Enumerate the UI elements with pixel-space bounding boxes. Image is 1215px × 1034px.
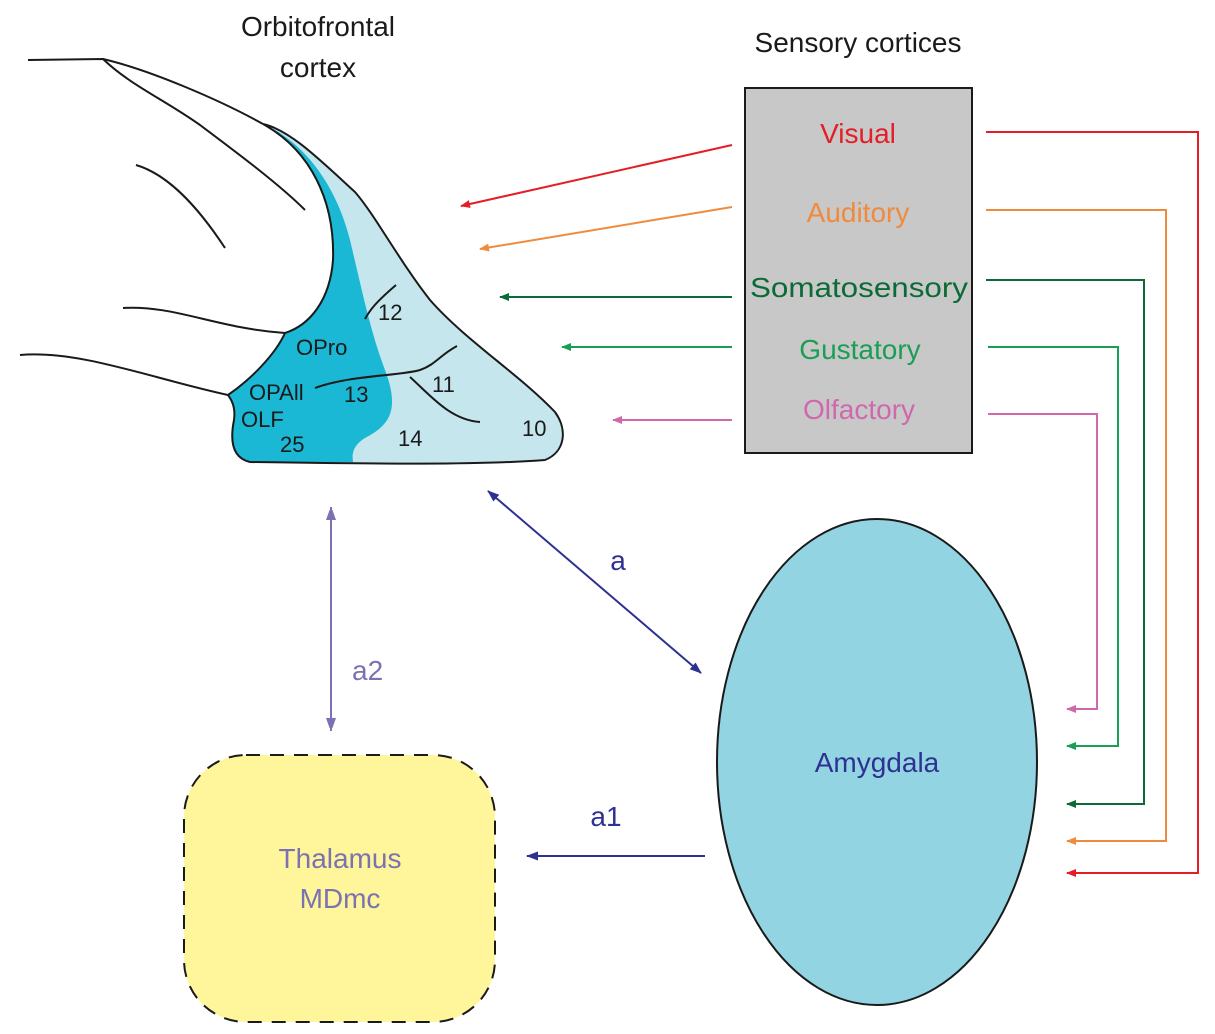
region-label-25: 25 bbox=[280, 432, 304, 457]
pathway-a2-label: a2 bbox=[352, 655, 383, 686]
arrow-somatosensory-to-amygdala bbox=[986, 279, 1145, 808]
ofc-title-line2: cortex bbox=[280, 52, 356, 83]
region-label-14: 14 bbox=[398, 426, 422, 451]
amygdala-label: Amygdala bbox=[815, 747, 940, 778]
region-label-11: 11 bbox=[432, 372, 455, 397]
sensory-label-gustatory: Gustatory bbox=[799, 334, 920, 365]
thalamus-node bbox=[183, 754, 496, 1023]
pathway-a-arrow bbox=[487, 490, 702, 674]
brain-outline-top bbox=[27, 57, 264, 125]
region-label-opro: OPro bbox=[296, 335, 347, 360]
thalamus-label-line1: Thalamus bbox=[279, 843, 402, 874]
sensory-title: Sensory cortices bbox=[755, 27, 962, 58]
cortex-dark-region bbox=[228, 124, 393, 462]
amygdala-node bbox=[716, 518, 1038, 1006]
pathway-a1-label: a1 bbox=[590, 801, 621, 832]
brain-sulcus-upper bbox=[102, 58, 306, 211]
ofc-title-line1: Orbitofrontal bbox=[241, 11, 395, 42]
region-label-olf: OLF bbox=[241, 407, 284, 432]
arrow-gustatory-to-amygdala bbox=[988, 346, 1119, 750]
arrow-olfactory-to-amygdala bbox=[988, 413, 1098, 713]
arrow-auditory-to-ofc bbox=[479, 206, 733, 252]
thalamus-label-line2: MDmc bbox=[300, 883, 381, 914]
cortex-outline bbox=[226, 123, 564, 465]
orbitofrontal-cortex-drawing: 12 OPro OPAll 13 11 OLF 25 14 10 bbox=[19, 57, 564, 465]
brain-sulcus-arc bbox=[135, 164, 226, 249]
sensory-cortices-box bbox=[744, 87, 973, 454]
sensory-label-olfactory: Olfactory bbox=[803, 394, 915, 425]
arrow-visual-to-ofc bbox=[460, 144, 733, 208]
arrow-auditory-to-amygdala bbox=[986, 209, 1167, 845]
region-label-opall: OPAll bbox=[249, 380, 304, 405]
region-label-12: 12 bbox=[378, 300, 402, 325]
brain-line-middle bbox=[122, 306, 286, 334]
brain-line-lower bbox=[19, 353, 229, 396]
sensory-label-somatosensory: Somatosensory bbox=[750, 272, 968, 303]
sulcus-13 bbox=[314, 345, 458, 389]
sensory-label-auditory: Auditory bbox=[807, 197, 910, 228]
sulcus-11 bbox=[409, 376, 481, 423]
pathway-a-label: a bbox=[610, 545, 626, 576]
region-label-10: 10 bbox=[522, 416, 546, 441]
sulcus-12 bbox=[364, 284, 397, 320]
sensory-label-visual: Visual bbox=[820, 118, 896, 149]
region-label-13: 13 bbox=[344, 382, 368, 407]
arrow-visual-to-amygdala bbox=[986, 131, 1199, 877]
